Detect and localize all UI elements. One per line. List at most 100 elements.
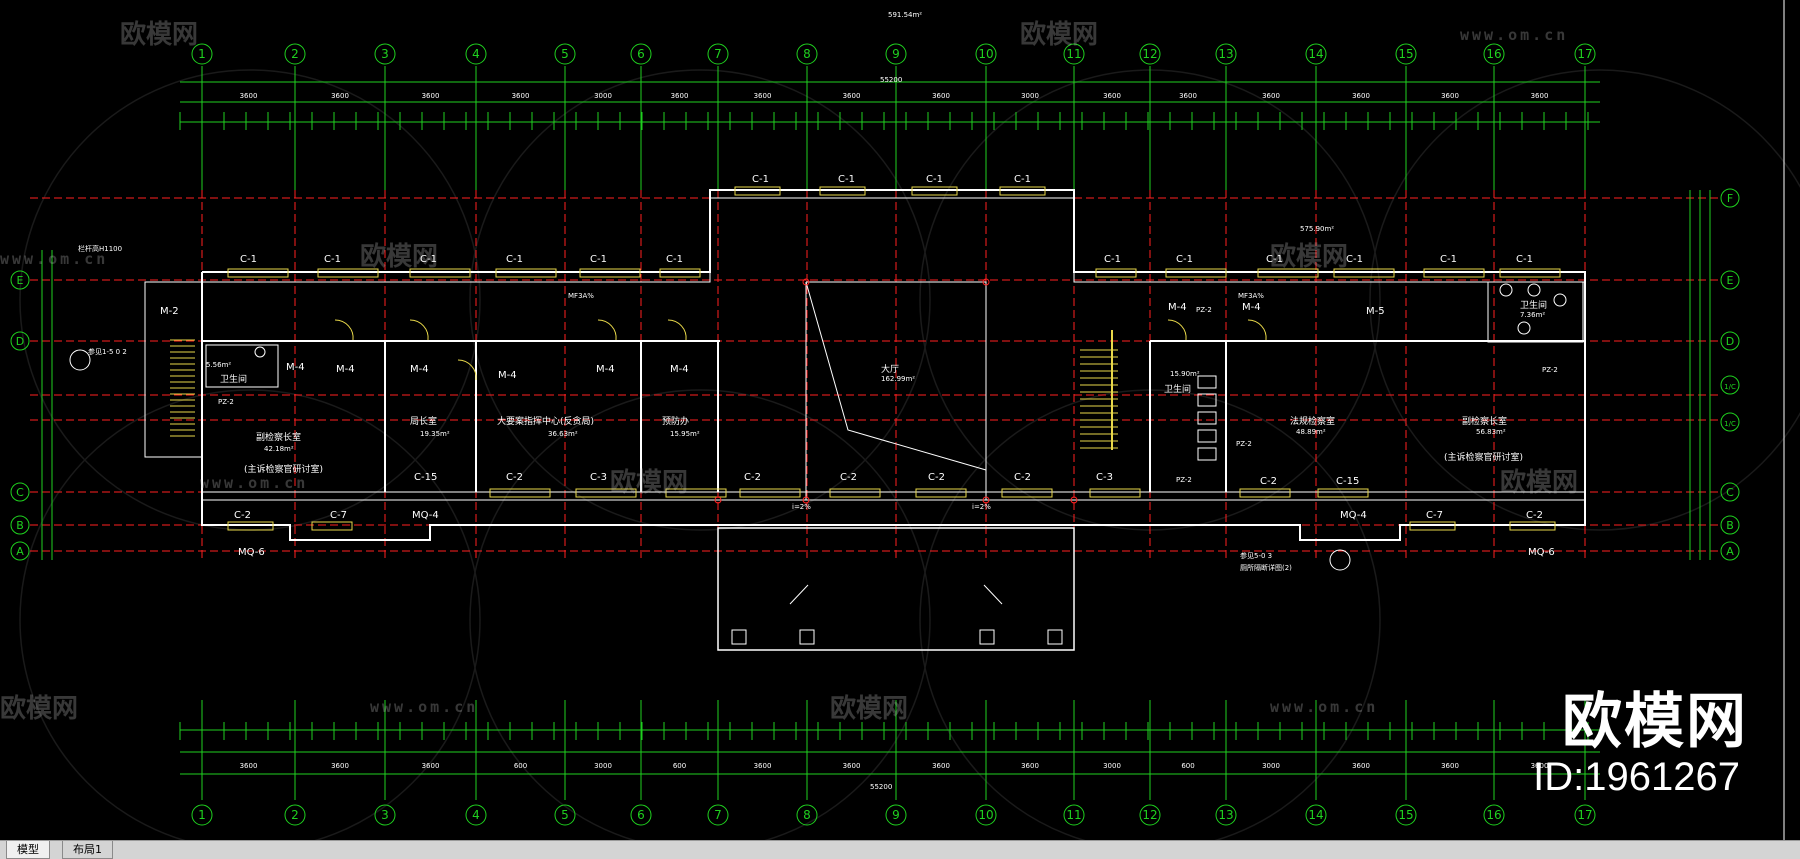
section-marker [69,349,91,371]
door-label: M-5 [1366,306,1385,317]
axis-bubble [554,43,576,65]
pz-label: PZ-2 [1196,306,1212,314]
fixture [1517,321,1531,335]
axis-number: 12 [1142,47,1157,61]
toilet-stall [1197,447,1217,461]
axis-number: 11 [1066,808,1081,822]
room-label: 卫生间 [1520,301,1548,311]
window-label: C-7 [330,510,347,521]
pz-label: PZ-2 [1176,476,1192,484]
axis-bubble [1720,375,1740,395]
window [1257,268,1319,278]
toilet-area-mid: 15.90m² [1170,370,1200,378]
bay-dimension: 600 [514,762,527,770]
fixture [1553,293,1567,307]
window-label: C-2 [1260,476,1277,487]
window [829,488,881,498]
tab-model[interactable]: 模型 [6,841,50,859]
window-label: C-1 [1440,254,1457,265]
axis-bubble [1720,270,1740,290]
canopy-column [979,629,995,645]
axis-bubble [10,331,30,351]
window-label: C-2 [928,472,945,483]
window [1239,488,1291,498]
window-label: C-1 [240,254,257,265]
axis-number: 8 [803,808,811,822]
watermark-circle [469,69,931,531]
window [1095,268,1137,278]
bay-dimension: 3600 [754,92,772,100]
section-note-right-sub: 厕所隔断详图(2) [1240,564,1292,572]
axis-letter: F [1727,192,1733,205]
pz-label: PZ-2 [218,398,234,406]
window [911,186,958,196]
window [1423,268,1485,278]
axis-number: 2 [291,47,299,61]
bay-dimension: 3600 [331,762,349,770]
axis-bubble [1574,43,1596,65]
axis-bubble [465,43,487,65]
watermark-circle [469,389,931,840]
tab-layout1[interactable]: 布局1 [62,841,113,859]
lobby-line [805,281,987,471]
axis-bubble [885,43,907,65]
bay-dimension: 3600 [1441,762,1459,770]
total-area-label: 591.54m² [888,11,923,19]
axis-letter: A [16,545,24,558]
window-label: C-3 [1096,472,1113,483]
axis-bubble [374,43,396,65]
curtain-wall-label: MQ-6 [238,547,265,558]
room-label: 法规检察室 [1290,417,1336,427]
axis-bubble [1720,541,1740,561]
window [495,268,557,278]
overall-dimension-top: 55200 [880,76,903,84]
room-area: 36.63m² [548,430,578,438]
toilet-right [1487,281,1584,343]
axis-bubble [1215,804,1237,826]
floor-plan-drawing[interactable]: 1122334455667788991010111112121313141415… [0,0,1800,840]
axis-bubble [1720,412,1740,432]
axis-bubble [1139,804,1161,826]
toilet-left [205,344,279,388]
exterior-wall-inner [202,197,1585,283]
window-label: C-2 [744,472,761,483]
pz-label: PZ-2 [1542,366,1558,374]
bay-dimension: 3600 [932,92,950,100]
watermark-logo: 欧模网 [610,468,689,498]
room-sublabel: (主诉检察官研讨室) [1444,453,1524,463]
column-marker [714,496,722,504]
watermark-logo: 欧模网 [1500,468,1579,498]
watermark-url: www.om.cn [200,474,309,492]
axis-number: 9 [892,47,900,61]
bay-dimension: 3600 [932,762,950,770]
axis-number: 13 [1218,47,1233,61]
window-label: C-7 [1426,510,1443,521]
window-label: C-3 [590,472,607,483]
window [819,186,866,196]
watermark-id: ID:1961267 [1533,755,1740,799]
canopy-column [1047,629,1063,645]
window-label: C-2 [506,472,523,483]
door-label: M-4 [1168,302,1187,313]
window-label: C-15 [1336,476,1360,487]
toilet-stall [1197,411,1217,425]
layout-tab-bar: 模型 布局1 [0,840,1800,859]
axis-bubble [284,804,306,826]
bay-dimension: 3000 [1262,762,1280,770]
door-swing [667,319,687,341]
watermark-url: www.om.cn [1460,26,1569,44]
wing-area-label: 575.90m² [1300,225,1335,233]
watermark-url: www.om.cn [0,250,109,268]
axis-number: 9 [892,808,900,822]
room-area: 19.35m² [420,430,450,438]
column-marker [982,496,990,504]
toilet-area-left: 5.56m² [206,361,232,369]
bay-dimension: 3600 [1179,92,1197,100]
axis-bubble [1395,43,1417,65]
door-swing [334,319,354,341]
axis-bubble [1574,804,1596,826]
axis-number: 3 [381,808,389,822]
window-label: C-15 [414,472,438,483]
column-marker [802,496,810,504]
